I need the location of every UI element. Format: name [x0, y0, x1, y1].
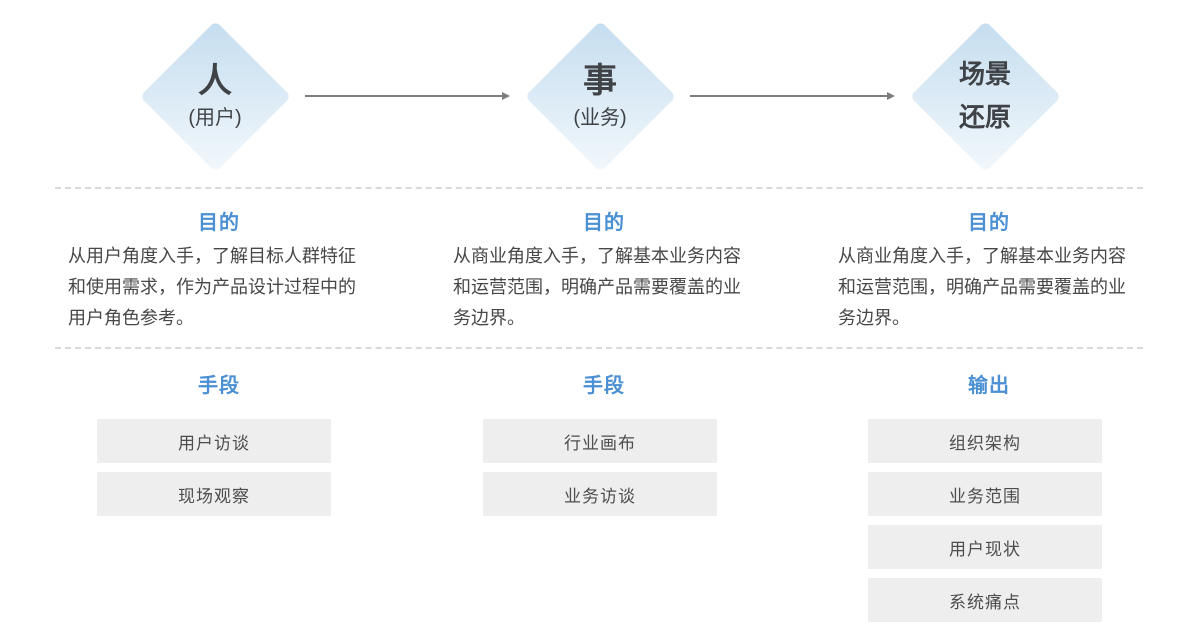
diamond-scene-title-line2: 还原: [958, 101, 1011, 132]
separator-middle: [55, 347, 1143, 349]
output-box-user-status: 用户现状: [868, 525, 1102, 569]
method-box-field-observation: 现场观察: [97, 472, 331, 516]
purpose-text-business: 从商业角度入手，了解基本业务内容和运营范围，明确产品需要覆盖的业务边界。: [453, 246, 741, 328]
output-list-scene: 组织架构 业务范围 用户现状 系统痛点: [868, 419, 1102, 622]
arrow-line: [690, 95, 887, 97]
methods-list-business: 行业画布 业务访谈: [483, 419, 717, 516]
diamond-business: 事 (业务): [523, 20, 677, 173]
purpose-heading-business: 目的: [583, 212, 625, 234]
methods-heading-business: 手段: [583, 375, 625, 397]
diamond-user: 人 (用户): [138, 20, 292, 173]
method-box-user-interview: 用户访谈: [97, 419, 331, 463]
diamond-user-subtitle: (用户): [188, 107, 242, 130]
methods-list-user: 用户访谈 现场观察: [97, 419, 331, 516]
diamond-business-label: 事 (业务): [523, 21, 677, 171]
diamond-business-title: 事: [583, 61, 617, 100]
diamond-scene-title-line1: 场景: [958, 58, 1011, 89]
output-box-business-scope: 业务范围: [868, 472, 1102, 516]
output-heading-scene: 输出: [968, 375, 1010, 397]
flow-arrow-2: [690, 90, 895, 102]
arrow-line: [305, 95, 502, 97]
diamond-user-title: 人: [198, 61, 232, 100]
diamond-user-label: 人 (用户): [138, 21, 292, 171]
output-box-system-painpoints: 系统痛点: [868, 578, 1102, 622]
method-box-industry-canvas: 行业画布: [483, 419, 717, 463]
flow-arrow-1: [305, 90, 510, 102]
methods-heading-user: 手段: [198, 375, 240, 397]
diamond-scene-restore-label: 场景 还原: [908, 21, 1062, 171]
arrow-right-icon: [887, 92, 895, 100]
arrow-right-icon: [502, 92, 510, 100]
diamond-scene-restore: 场景 还原: [908, 20, 1062, 173]
purpose-heading-scene: 目的: [968, 212, 1010, 234]
method-box-business-interview: 业务访谈: [483, 472, 717, 516]
separator-top: [55, 187, 1143, 189]
purpose-text-scene: 从商业角度入手，了解基本业务内容和运营范围，明确产品需要覆盖的业务边界。: [838, 246, 1126, 328]
purpose-heading-user: 目的: [198, 212, 240, 234]
output-box-org-structure: 组织架构: [868, 419, 1102, 463]
purpose-text-user: 从用户角度入手，了解目标人群特征和使用需求，作为产品设计过程中的用户角色参考。: [68, 246, 356, 328]
diamond-business-subtitle: (业务): [573, 107, 627, 130]
